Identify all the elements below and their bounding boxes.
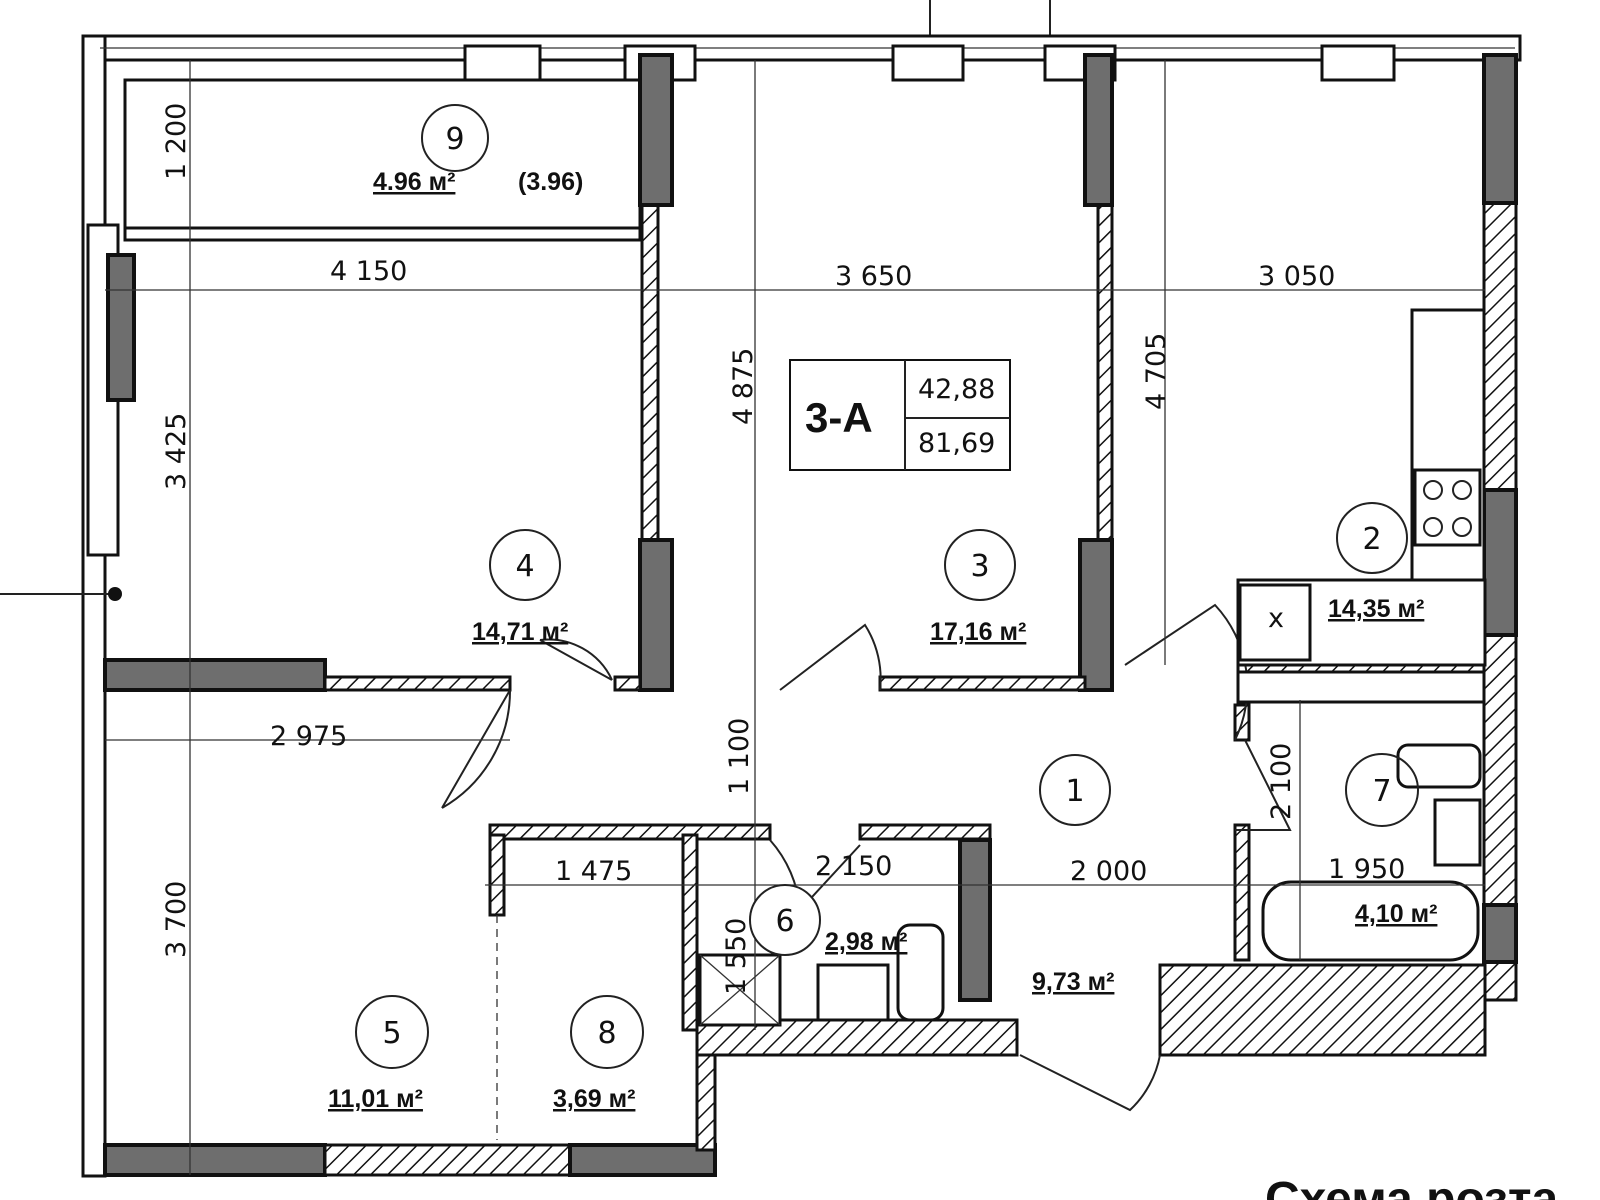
outer-walls xyxy=(0,0,1522,1178)
room-markers: 9 4.96 м² (3.96) 4 14,71 м² 3 17,16 м² 2 … xyxy=(328,104,1437,1113)
washbasin-icon xyxy=(816,963,890,1022)
dim-room2-width: 3 050 xyxy=(1258,261,1335,292)
svg-text:5: 5 xyxy=(382,1016,401,1051)
fridge-icon xyxy=(1238,583,1312,662)
dim-room4-height: 3 425 xyxy=(161,413,192,490)
room-1: 1 9,73 м² xyxy=(1032,754,1114,996)
svg-text:3,69 м²: 3,69 м² xyxy=(553,1085,635,1113)
caption-text: Схема розта xyxy=(1265,1173,1559,1200)
svg-text:9,73 м²: 9,73 м² xyxy=(1032,968,1114,996)
kitchen-counter xyxy=(1236,670,1486,704)
dim-room2-height: 4 705 xyxy=(1141,333,1172,410)
svg-text:2,98 м²: 2,98 м² xyxy=(825,928,907,956)
room-4: 4 14,71 м² xyxy=(472,529,568,646)
svg-text:2: 2 xyxy=(1362,522,1381,557)
dim-room6-height: 1 550 xyxy=(721,918,752,995)
dimension-labels: 4 150 3 650 3 050 1 200 3 425 3 700 4 87… xyxy=(161,103,1405,995)
total-area: 81,69 xyxy=(918,428,995,459)
sink-icon xyxy=(1433,798,1482,867)
dim-room8-width: 1 475 xyxy=(555,856,632,887)
living-area: 42,88 xyxy=(918,374,995,405)
dim-room4-width: 4 150 xyxy=(330,256,407,287)
dim-room6-width: 2 150 xyxy=(815,851,892,882)
svg-text:7: 7 xyxy=(1372,774,1391,809)
bathtub-icon xyxy=(1261,880,1480,962)
windows-top xyxy=(463,44,1396,82)
dim-room3-height: 4 875 xyxy=(728,348,759,425)
room-8: 8 3,69 м² xyxy=(553,995,644,1113)
room-6: 6 2,98 м² xyxy=(749,884,907,956)
room-7: 7 4,10 м² xyxy=(1345,753,1437,928)
dim-room3-width: 3 650 xyxy=(835,261,912,292)
svg-text:14,71 м²: 14,71 м² xyxy=(472,618,568,646)
room-2: 2 14,35 м² xyxy=(1328,502,1424,623)
svg-text:14,35 м²: 14,35 м² xyxy=(1328,595,1424,623)
dim-room1-width: 2 000 xyxy=(1070,856,1147,887)
svg-text:11,01 м²: 11,01 м² xyxy=(328,1085,423,1113)
svg-text:4,10 м²: 4,10 м² xyxy=(1355,900,1437,928)
svg-text:4: 4 xyxy=(515,549,534,584)
dim-room5-height: 3 700 xyxy=(161,881,192,958)
svg-text:9: 9 xyxy=(445,122,464,157)
dim-balcony-height: 1 200 xyxy=(161,103,192,180)
svg-text:3: 3 xyxy=(970,549,989,584)
svg-text:1: 1 xyxy=(1065,774,1084,809)
interior-walls xyxy=(103,53,1487,1177)
toilet-icon-2 xyxy=(896,923,945,1022)
apartment-code: 3-А xyxy=(805,394,873,441)
svg-text:17,16 м²: 17,16 м² xyxy=(930,618,1026,646)
toilet-icon xyxy=(1396,743,1482,789)
dim-corridor-height: 1 100 xyxy=(724,718,755,795)
balcony xyxy=(123,78,642,242)
svg-text:6: 6 xyxy=(775,904,794,939)
svg-text:8: 8 xyxy=(597,1016,616,1051)
stove-icon xyxy=(1413,468,1482,547)
dim-room7-width: 1 950 xyxy=(1328,854,1405,885)
dim-room5-width: 2 975 xyxy=(270,721,347,752)
fixtures: x xyxy=(698,308,1487,1027)
room-5: 5 11,01 м² xyxy=(328,995,429,1113)
svg-text:(3.96): (3.96) xyxy=(518,168,583,196)
apartment-title-box: 3-А 42,88 81,69 xyxy=(789,359,1011,471)
svg-text:4.96 м²: 4.96 м² xyxy=(373,168,455,196)
dimension-lines xyxy=(105,60,1485,1175)
room-3: 3 17,16 м² xyxy=(930,529,1026,646)
room-9: 9 4.96 м² (3.96) xyxy=(373,104,583,196)
dim-room7-height: 2 100 xyxy=(1266,743,1297,820)
svg-text:x: x xyxy=(1268,603,1284,634)
